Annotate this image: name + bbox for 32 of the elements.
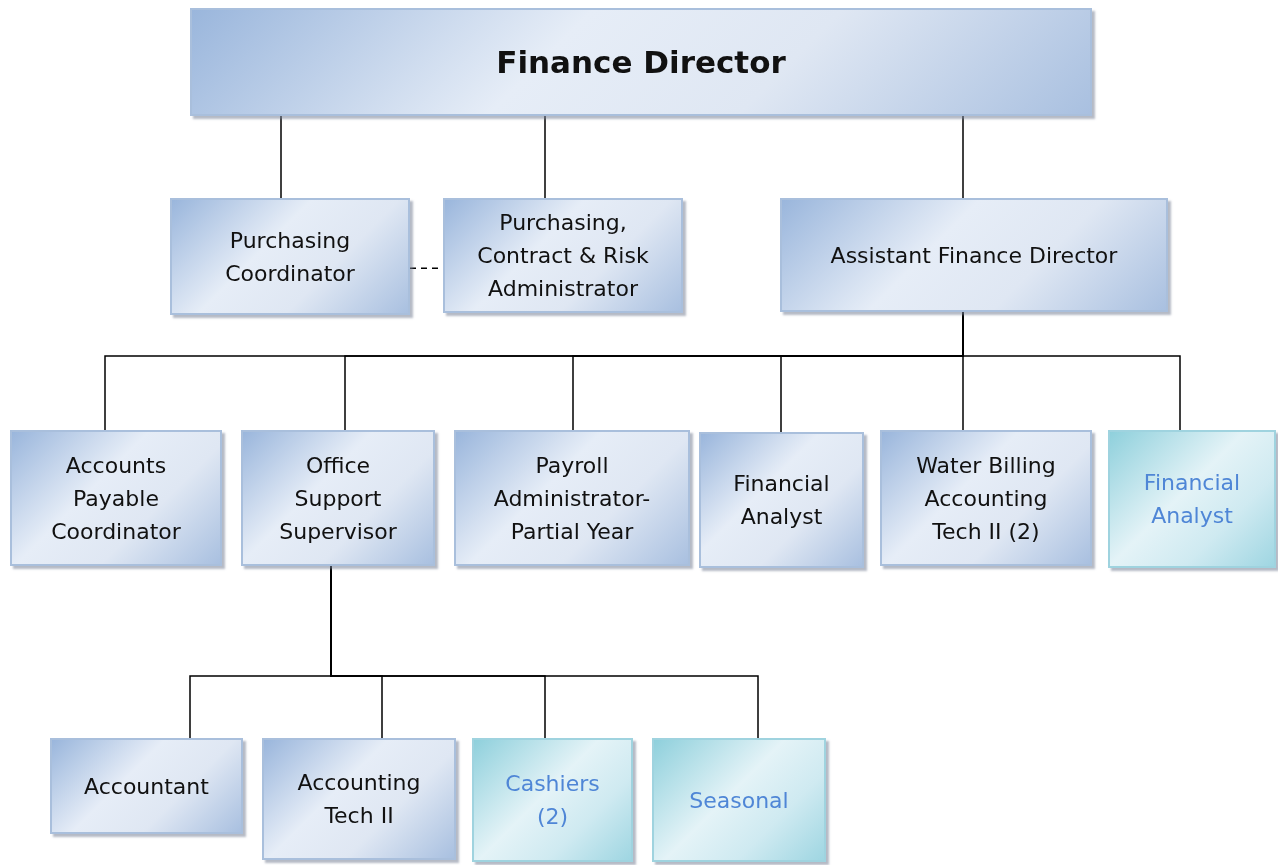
- position-box: [472, 738, 633, 862]
- connector-line: [544, 115, 546, 199]
- position-box: [652, 738, 826, 862]
- position-title: Office Support Supervisor: [278, 451, 398, 546]
- position-title: Water Billing Accounting Tech II (2): [915, 451, 1057, 546]
- position-title: Payroll Administrator-Partial Year: [492, 451, 652, 546]
- position-box: [190, 8, 1092, 116]
- position-title: Seasonal: [689, 786, 789, 815]
- position-title: Financial Analyst: [1142, 469, 1242, 530]
- position-box: [170, 198, 410, 315]
- position-title: Purchasing, Contract & Risk Administrator: [476, 209, 650, 303]
- position-title: Cashiers (2): [504, 770, 601, 831]
- position-box: [241, 430, 435, 566]
- position-box: [1108, 430, 1276, 568]
- position-box: [454, 430, 690, 566]
- position-box: [780, 198, 1168, 312]
- connector-line: [962, 311, 1181, 431]
- position-title: Accountant: [84, 772, 209, 801]
- connector-line: [962, 115, 964, 199]
- position-box: [50, 738, 243, 834]
- position-title: Assistant Finance Director: [830, 241, 1118, 270]
- connector-line: [280, 115, 282, 199]
- position-title: Financial Analyst: [732, 470, 831, 531]
- position-title: Finance Director: [496, 42, 786, 82]
- position-title: Accounts Payable Coordinator: [50, 451, 182, 546]
- position-title: Accounting Tech II: [296, 769, 422, 830]
- position-box: [699, 432, 864, 568]
- position-box: [262, 738, 456, 860]
- position-box: [443, 198, 683, 313]
- position-box: [10, 430, 222, 566]
- position-title: Purchasing Coordinator: [224, 226, 356, 288]
- position-box: [880, 430, 1092, 566]
